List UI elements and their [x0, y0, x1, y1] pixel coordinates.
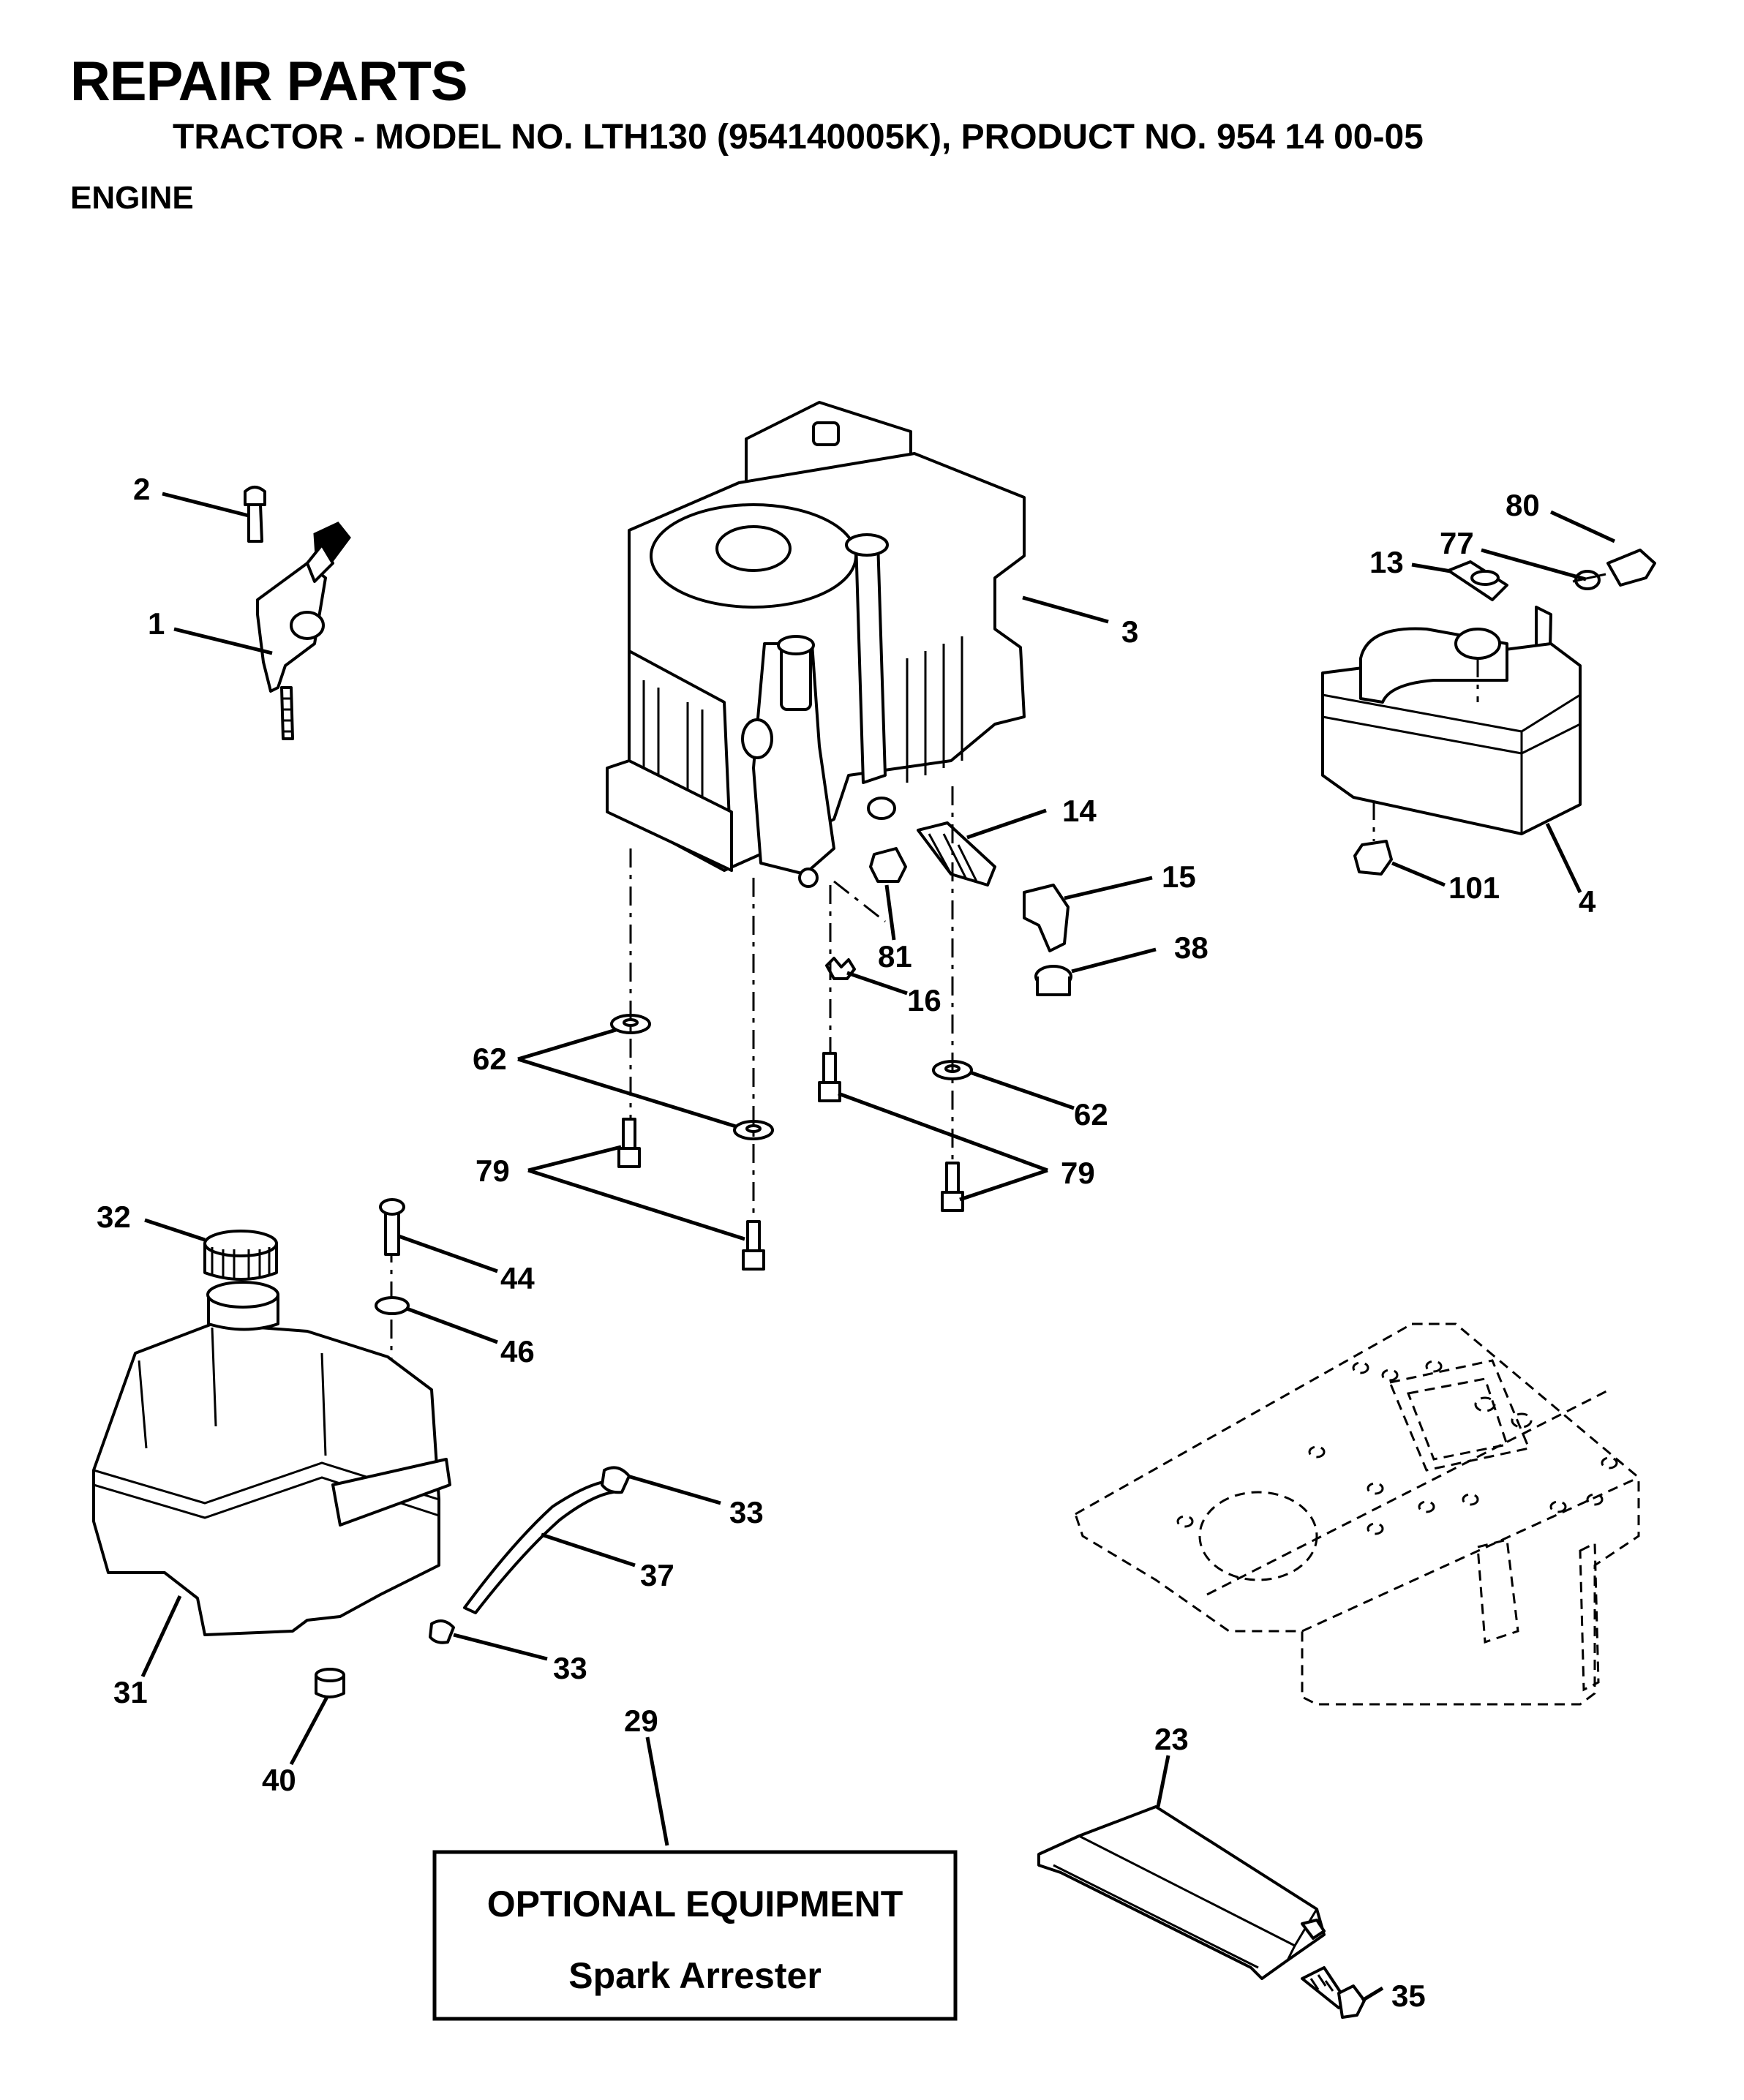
optional-equipment-title: OPTIONAL EQUIPMENT	[487, 1883, 903, 1924]
callout-2: 2	[133, 472, 150, 506]
callout-32: 32	[97, 1200, 131, 1234]
callout-1: 1	[148, 606, 165, 641]
heat-shield	[1037, 1805, 1366, 2019]
callout-44: 44	[500, 1261, 535, 1295]
callout-46: 46	[500, 1334, 535, 1369]
callout-79: 79	[1061, 1156, 1095, 1190]
page-title: REPAIR PARTS	[70, 50, 468, 113]
optional-equipment-box: OPTIONAL EQUIPMENT Spark Arrester	[432, 1850, 958, 2021]
throttle-control	[244, 486, 351, 740]
callout-33: 33	[553, 1651, 587, 1685]
callout-29: 29	[624, 1704, 658, 1738]
callout-80: 80	[1506, 488, 1540, 522]
leader-lines	[140, 492, 1616, 2003]
callout-62: 62	[1074, 1097, 1108, 1132]
fittings	[825, 821, 1072, 996]
callout-31: 31	[113, 1675, 148, 1709]
callout-33: 33	[729, 1495, 764, 1529]
callout-77: 77	[1440, 526, 1474, 560]
callout-101: 101	[1448, 870, 1500, 905]
fuel-line	[429, 1466, 631, 1644]
engine	[606, 401, 1026, 888]
callout-numbers: 2 1 3 80 77 13 14 15 101 4 81 38 16 62 6…	[97, 472, 1596, 2013]
tractor-frame	[1074, 1322, 1640, 1706]
callout-14: 14	[1062, 794, 1097, 828]
callout-37: 37	[640, 1558, 674, 1592]
callout-62: 62	[473, 1042, 507, 1076]
fuel-tank	[92, 1198, 451, 1698]
callout-35: 35	[1391, 1979, 1426, 2013]
muffler	[1321, 549, 1656, 876]
optional-equipment-item: Spark Arrester	[568, 1955, 822, 1996]
callout-38: 38	[1174, 930, 1209, 965]
callout-4: 4	[1579, 884, 1596, 919]
section-heading: ENGINE	[70, 180, 194, 216]
callout-40: 40	[262, 1763, 296, 1797]
mount-hardware	[610, 1014, 973, 1271]
callout-81: 81	[878, 939, 912, 974]
callout-15: 15	[1162, 859, 1196, 894]
callout-13: 13	[1369, 545, 1404, 579]
callout-3: 3	[1121, 614, 1138, 649]
callout-16: 16	[907, 983, 941, 1017]
model-subtitle: TRACTOR - MODEL NO. LTH130 (954140005K),…	[173, 118, 1424, 157]
callout-79: 79	[476, 1154, 510, 1188]
callout-23: 23	[1154, 1722, 1189, 1756]
